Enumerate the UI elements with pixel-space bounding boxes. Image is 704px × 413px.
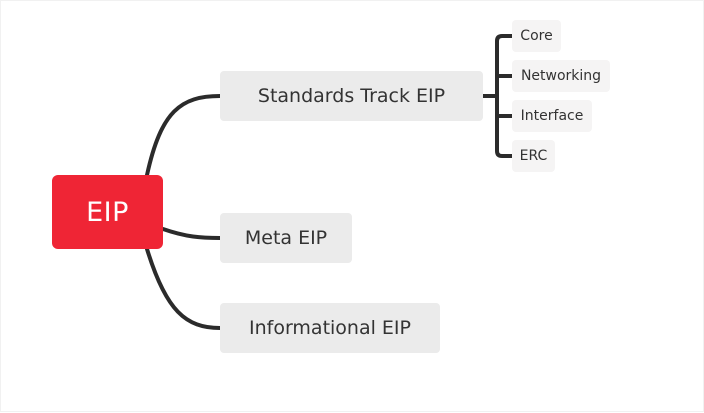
root-node-label: EIP xyxy=(86,196,129,228)
node-label: Networking xyxy=(520,68,602,84)
node-interface[interactable]: Interface xyxy=(512,100,592,132)
link-root-meta xyxy=(161,227,222,240)
link-root-standards-track xyxy=(145,94,222,177)
node-meta-eip[interactable]: Meta EIP xyxy=(220,213,352,263)
node-label: Standards Track EIP xyxy=(257,85,446,107)
node-label: Core xyxy=(520,28,553,44)
link-standards-bracket xyxy=(495,34,514,158)
node-networking[interactable]: Networking xyxy=(512,60,610,92)
node-label: Informational EIP xyxy=(248,317,411,339)
node-core[interactable]: Core xyxy=(512,20,561,52)
node-informational-eip[interactable]: Informational EIP xyxy=(220,303,440,353)
node-label: Interface xyxy=(520,108,584,124)
node-label: ERC xyxy=(519,148,548,164)
node-erc[interactable]: ERC xyxy=(512,140,555,172)
link-root-informational xyxy=(145,247,222,330)
node-label: Meta EIP xyxy=(244,227,328,249)
root-node-eip[interactable]: EIP xyxy=(52,175,163,249)
node-standards-track-eip[interactable]: Standards Track EIP xyxy=(220,71,483,121)
